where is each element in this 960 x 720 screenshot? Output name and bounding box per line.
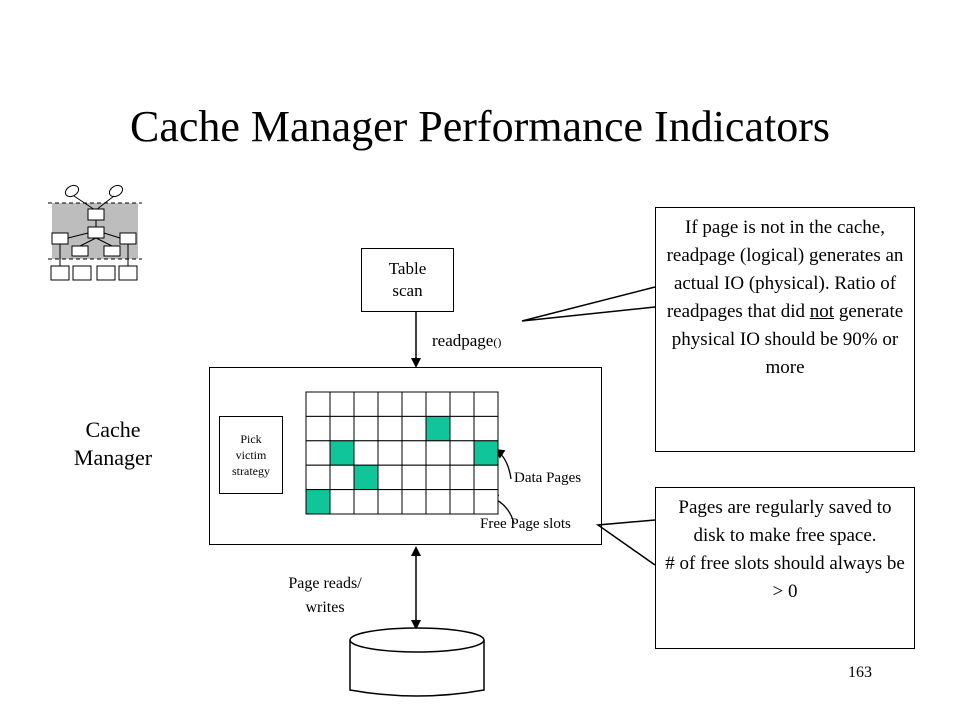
free-page-cell xyxy=(473,391,499,417)
free-page-cell xyxy=(449,391,475,417)
pick-victim-line3: strategy xyxy=(232,464,270,478)
pick-victim-line1: Pick xyxy=(240,432,262,446)
pick-victim-box: Pick victim strategy xyxy=(219,416,283,494)
free-page-cell xyxy=(473,415,499,442)
data-page-cell xyxy=(425,415,451,442)
callout-top-text-1: If page is not in the cache, readpage (l… xyxy=(666,217,904,322)
free-page-cell xyxy=(305,440,331,466)
table-scan-box: Table scan xyxy=(361,248,454,312)
free-page-cell xyxy=(377,464,403,491)
readpage-label-paren: () xyxy=(493,335,502,349)
free-page-cell xyxy=(329,391,355,417)
free-page-cell xyxy=(449,489,475,515)
free-slots-label: Free Page slots xyxy=(480,516,571,532)
free-page-cell xyxy=(353,415,379,442)
callout-bottom-line1: Pages are regularly saved to disk to mak… xyxy=(678,497,892,546)
page-number: 163 xyxy=(848,664,872,681)
data-page-cell xyxy=(305,489,331,515)
page-rw-line1: Page reads/ xyxy=(288,575,362,592)
callout-readpage-ratio: If page is not in the cache, readpage (l… xyxy=(655,207,915,452)
callout-top-underlined: not xyxy=(809,301,835,322)
readpage-label-main: readpage xyxy=(432,331,494,350)
free-page-cell xyxy=(401,415,427,442)
callout-top-pointer xyxy=(521,286,656,322)
free-page-cell xyxy=(305,391,331,417)
page-reads-writes-label: Page reads/ writes xyxy=(270,572,380,620)
architecture-icon xyxy=(48,184,142,281)
free-page-cell xyxy=(353,489,379,515)
free-page-cell xyxy=(449,440,475,466)
free-page-cell xyxy=(473,489,499,515)
callout-top-text-2: generate physical IO should be 90% or mo… xyxy=(671,301,904,378)
free-page-cell xyxy=(305,464,331,491)
free-page-cell xyxy=(377,391,403,417)
readpage-label: readpage() xyxy=(432,331,501,351)
free-page-cell xyxy=(449,464,475,491)
disk-icon xyxy=(349,627,485,697)
data-page-cell xyxy=(329,440,355,466)
cache-manager-label: Cache Manager xyxy=(58,416,168,472)
free-page-cell xyxy=(305,415,331,442)
cache-page-grid xyxy=(305,391,499,515)
free-page-cell xyxy=(329,415,355,442)
callout-bottom-line2: # of free slots should always be > 0 xyxy=(665,553,905,602)
cache-manager-box xyxy=(209,367,602,545)
callout-bottom-pointer xyxy=(595,519,656,566)
pick-victim-line2: victim xyxy=(235,448,267,462)
cache-manager-line2: Manager xyxy=(73,445,153,470)
callout-free-slots: Pages are regularly saved to disk to mak… xyxy=(655,487,915,649)
page-rw-line2: writes xyxy=(305,599,345,616)
free-page-cell xyxy=(377,440,403,466)
page-title: Cache Manager Performance Indicators xyxy=(129,102,830,151)
data-pages-label: Data Pages xyxy=(514,470,582,486)
table-scan-line1: Table xyxy=(388,259,427,278)
cache-manager-line1: Cache xyxy=(85,417,141,442)
table-scan-line2: scan xyxy=(392,281,423,300)
data-page-cell xyxy=(473,440,499,466)
free-page-cell xyxy=(425,440,451,466)
